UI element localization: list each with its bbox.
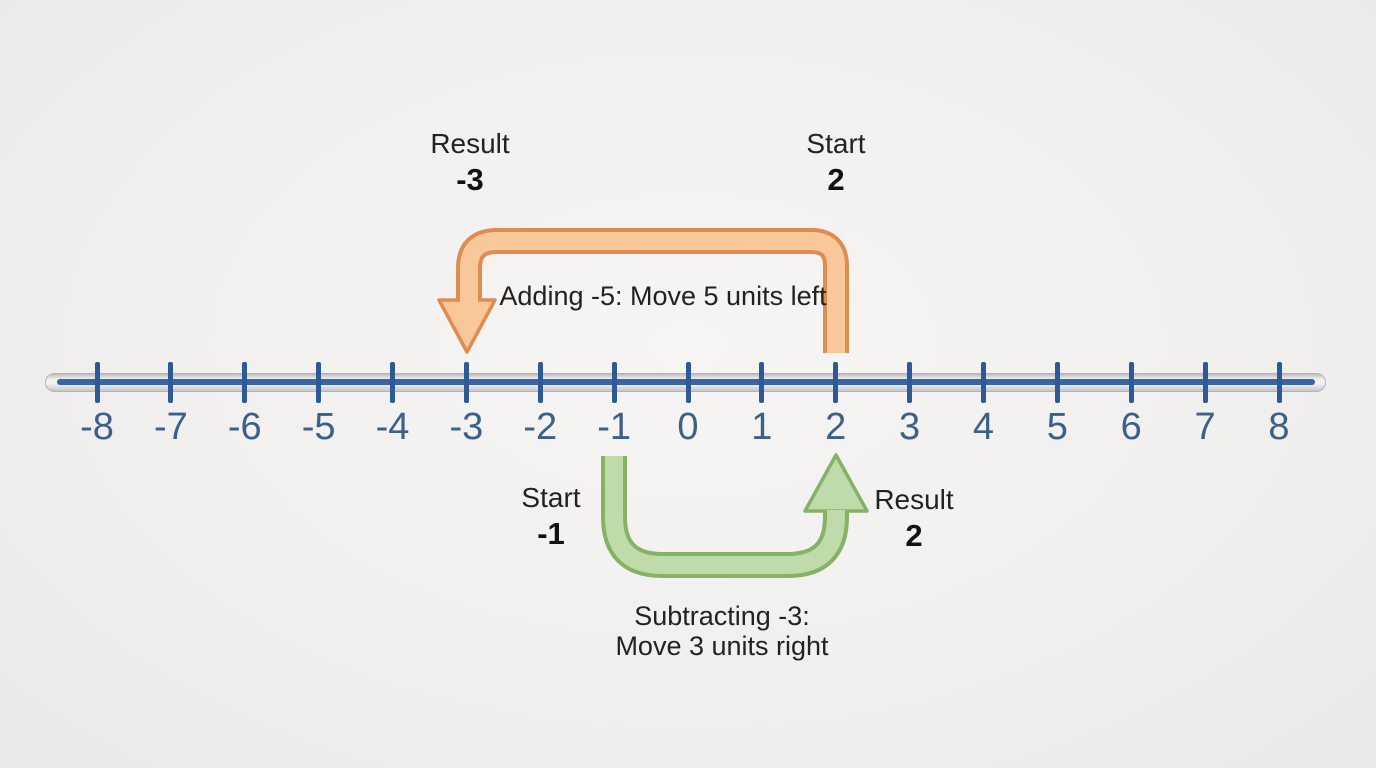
tick-mark — [242, 362, 248, 403]
tick-label: -7 — [153, 406, 188, 448]
subtraction-annotation: Subtracting -3: Move 3 units right — [522, 601, 922, 661]
tick-mark — [168, 362, 174, 403]
subtraction-start-group: Start -1 — [471, 480, 631, 552]
tick-label: 6 — [1120, 406, 1142, 448]
tick-label: 8 — [1268, 406, 1290, 448]
subtraction-result-value: 2 — [905, 518, 923, 553]
tick-mark — [685, 362, 691, 403]
tick-mark — [833, 362, 839, 403]
tick-mark — [390, 362, 395, 403]
subtraction-arrow — [601, 453, 869, 578]
tick-label: 7 — [1194, 406, 1216, 448]
subtraction-annotation-line2: Move 3 units right — [615, 631, 829, 661]
tick-mark — [463, 362, 469, 403]
addition-result-value: -3 — [456, 162, 484, 197]
tick-mark — [1128, 362, 1134, 403]
tick-mark — [1202, 362, 1208, 403]
addition-result-group: Result -3 — [390, 126, 550, 198]
addition-annotation: Adding -5: Move 5 units left — [499, 281, 827, 311]
tick-label: -8 — [80, 406, 114, 448]
tick-mark — [981, 362, 986, 403]
addition-result-label: Result — [430, 128, 510, 159]
tick-label: -2 — [523, 406, 558, 448]
tick-mark — [94, 362, 100, 403]
addition-start-group: Start 2 — [756, 126, 916, 198]
tick-label: -1 — [597, 406, 632, 448]
subtraction-annotation-line1: Subtracting -3: — [634, 601, 810, 631]
tick-mark — [316, 362, 322, 403]
tick-label: -6 — [227, 406, 262, 448]
tick-mark — [1276, 362, 1282, 403]
tick-label: -4 — [375, 406, 410, 448]
tick-label: 2 — [825, 406, 847, 448]
tick-label: 1 — [751, 406, 773, 448]
tick-label: 5 — [1046, 406, 1068, 448]
tick-mark — [759, 362, 765, 403]
tick-mark — [611, 362, 617, 403]
tick-mark — [1054, 362, 1060, 403]
tick-label: 3 — [899, 406, 921, 448]
subtraction-result-label: Result — [874, 484, 954, 515]
subtraction-result-group: Result 2 — [834, 482, 994, 554]
addition-start-label: Start — [806, 128, 866, 159]
tick-label: 0 — [677, 406, 699, 448]
subtraction-start-label: Start — [521, 482, 581, 513]
tick-label: -5 — [301, 406, 336, 448]
tick-label: -3 — [449, 406, 484, 448]
subtraction-start-value: -1 — [537, 516, 565, 551]
tick-label: 4 — [972, 406, 995, 448]
addition-start-value: 2 — [827, 162, 845, 197]
tick-mark — [537, 362, 543, 403]
tick-mark — [907, 362, 913, 403]
